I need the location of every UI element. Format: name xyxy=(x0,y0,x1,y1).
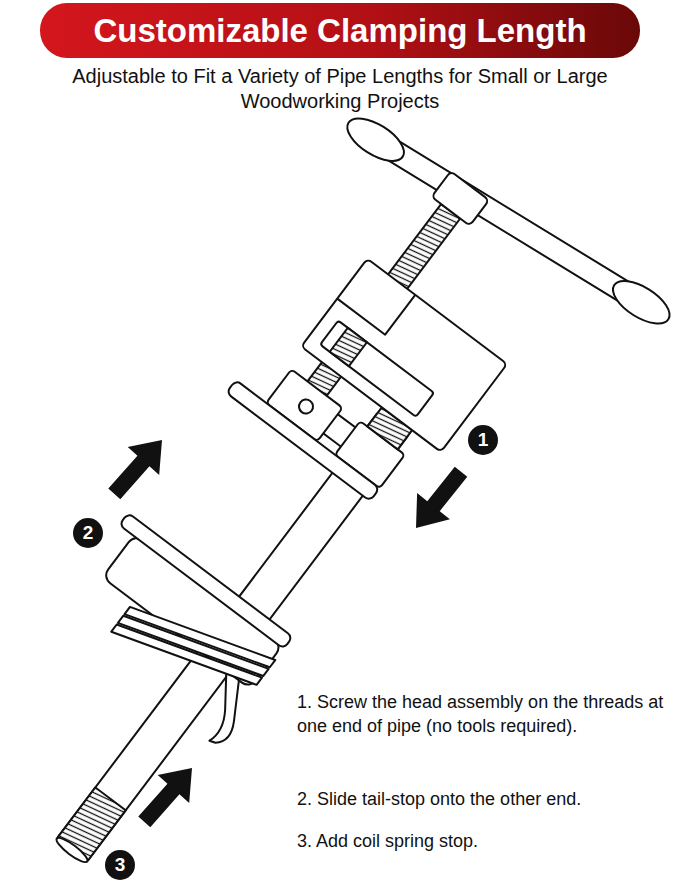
instruction-text: 2. Slide tail-stop onto the other end. xyxy=(297,787,675,811)
callout-number: 1 xyxy=(478,430,489,450)
head-jaw xyxy=(226,380,379,501)
jaw-hole xyxy=(296,397,316,417)
head-frame xyxy=(301,259,507,452)
arrow-shape xyxy=(129,754,208,836)
title-banner xyxy=(40,3,640,58)
instruction-text: 3. Add coil spring stop. xyxy=(297,829,675,853)
direction-arrow xyxy=(99,426,178,508)
instruction-text: 1. Screw the head assembly on the thread… xyxy=(297,690,675,738)
handle-grip xyxy=(341,110,411,169)
direction-arrow xyxy=(129,754,208,836)
handle-hub xyxy=(431,171,489,225)
arrow-shape xyxy=(400,459,478,541)
callout-circle: 2 xyxy=(73,518,103,548)
direction-arrow xyxy=(400,459,478,541)
clutch-plate xyxy=(125,571,276,703)
callout-circle: 1 xyxy=(468,425,498,455)
arrow-shape xyxy=(99,426,178,508)
pipe-end xyxy=(54,835,90,866)
screw xyxy=(330,328,367,366)
callout-circle: 3 xyxy=(105,850,135,880)
pipe-clamp-drawing xyxy=(0,82,678,889)
subtitle-text: Adjustable to Fit a Variety of Pipe Leng… xyxy=(40,64,640,114)
handle-bar-outline xyxy=(376,116,642,327)
clutch-plate xyxy=(118,580,269,712)
callout-number: 2 xyxy=(83,523,94,543)
frame-slot xyxy=(320,321,434,417)
handle-bar xyxy=(376,116,642,327)
title-text: Customizable Clamping Length xyxy=(40,3,640,58)
callout-number: 3 xyxy=(115,855,126,875)
handle-grip xyxy=(606,273,676,332)
tail-stop-jaw xyxy=(119,513,293,649)
frame-edge xyxy=(337,259,415,335)
